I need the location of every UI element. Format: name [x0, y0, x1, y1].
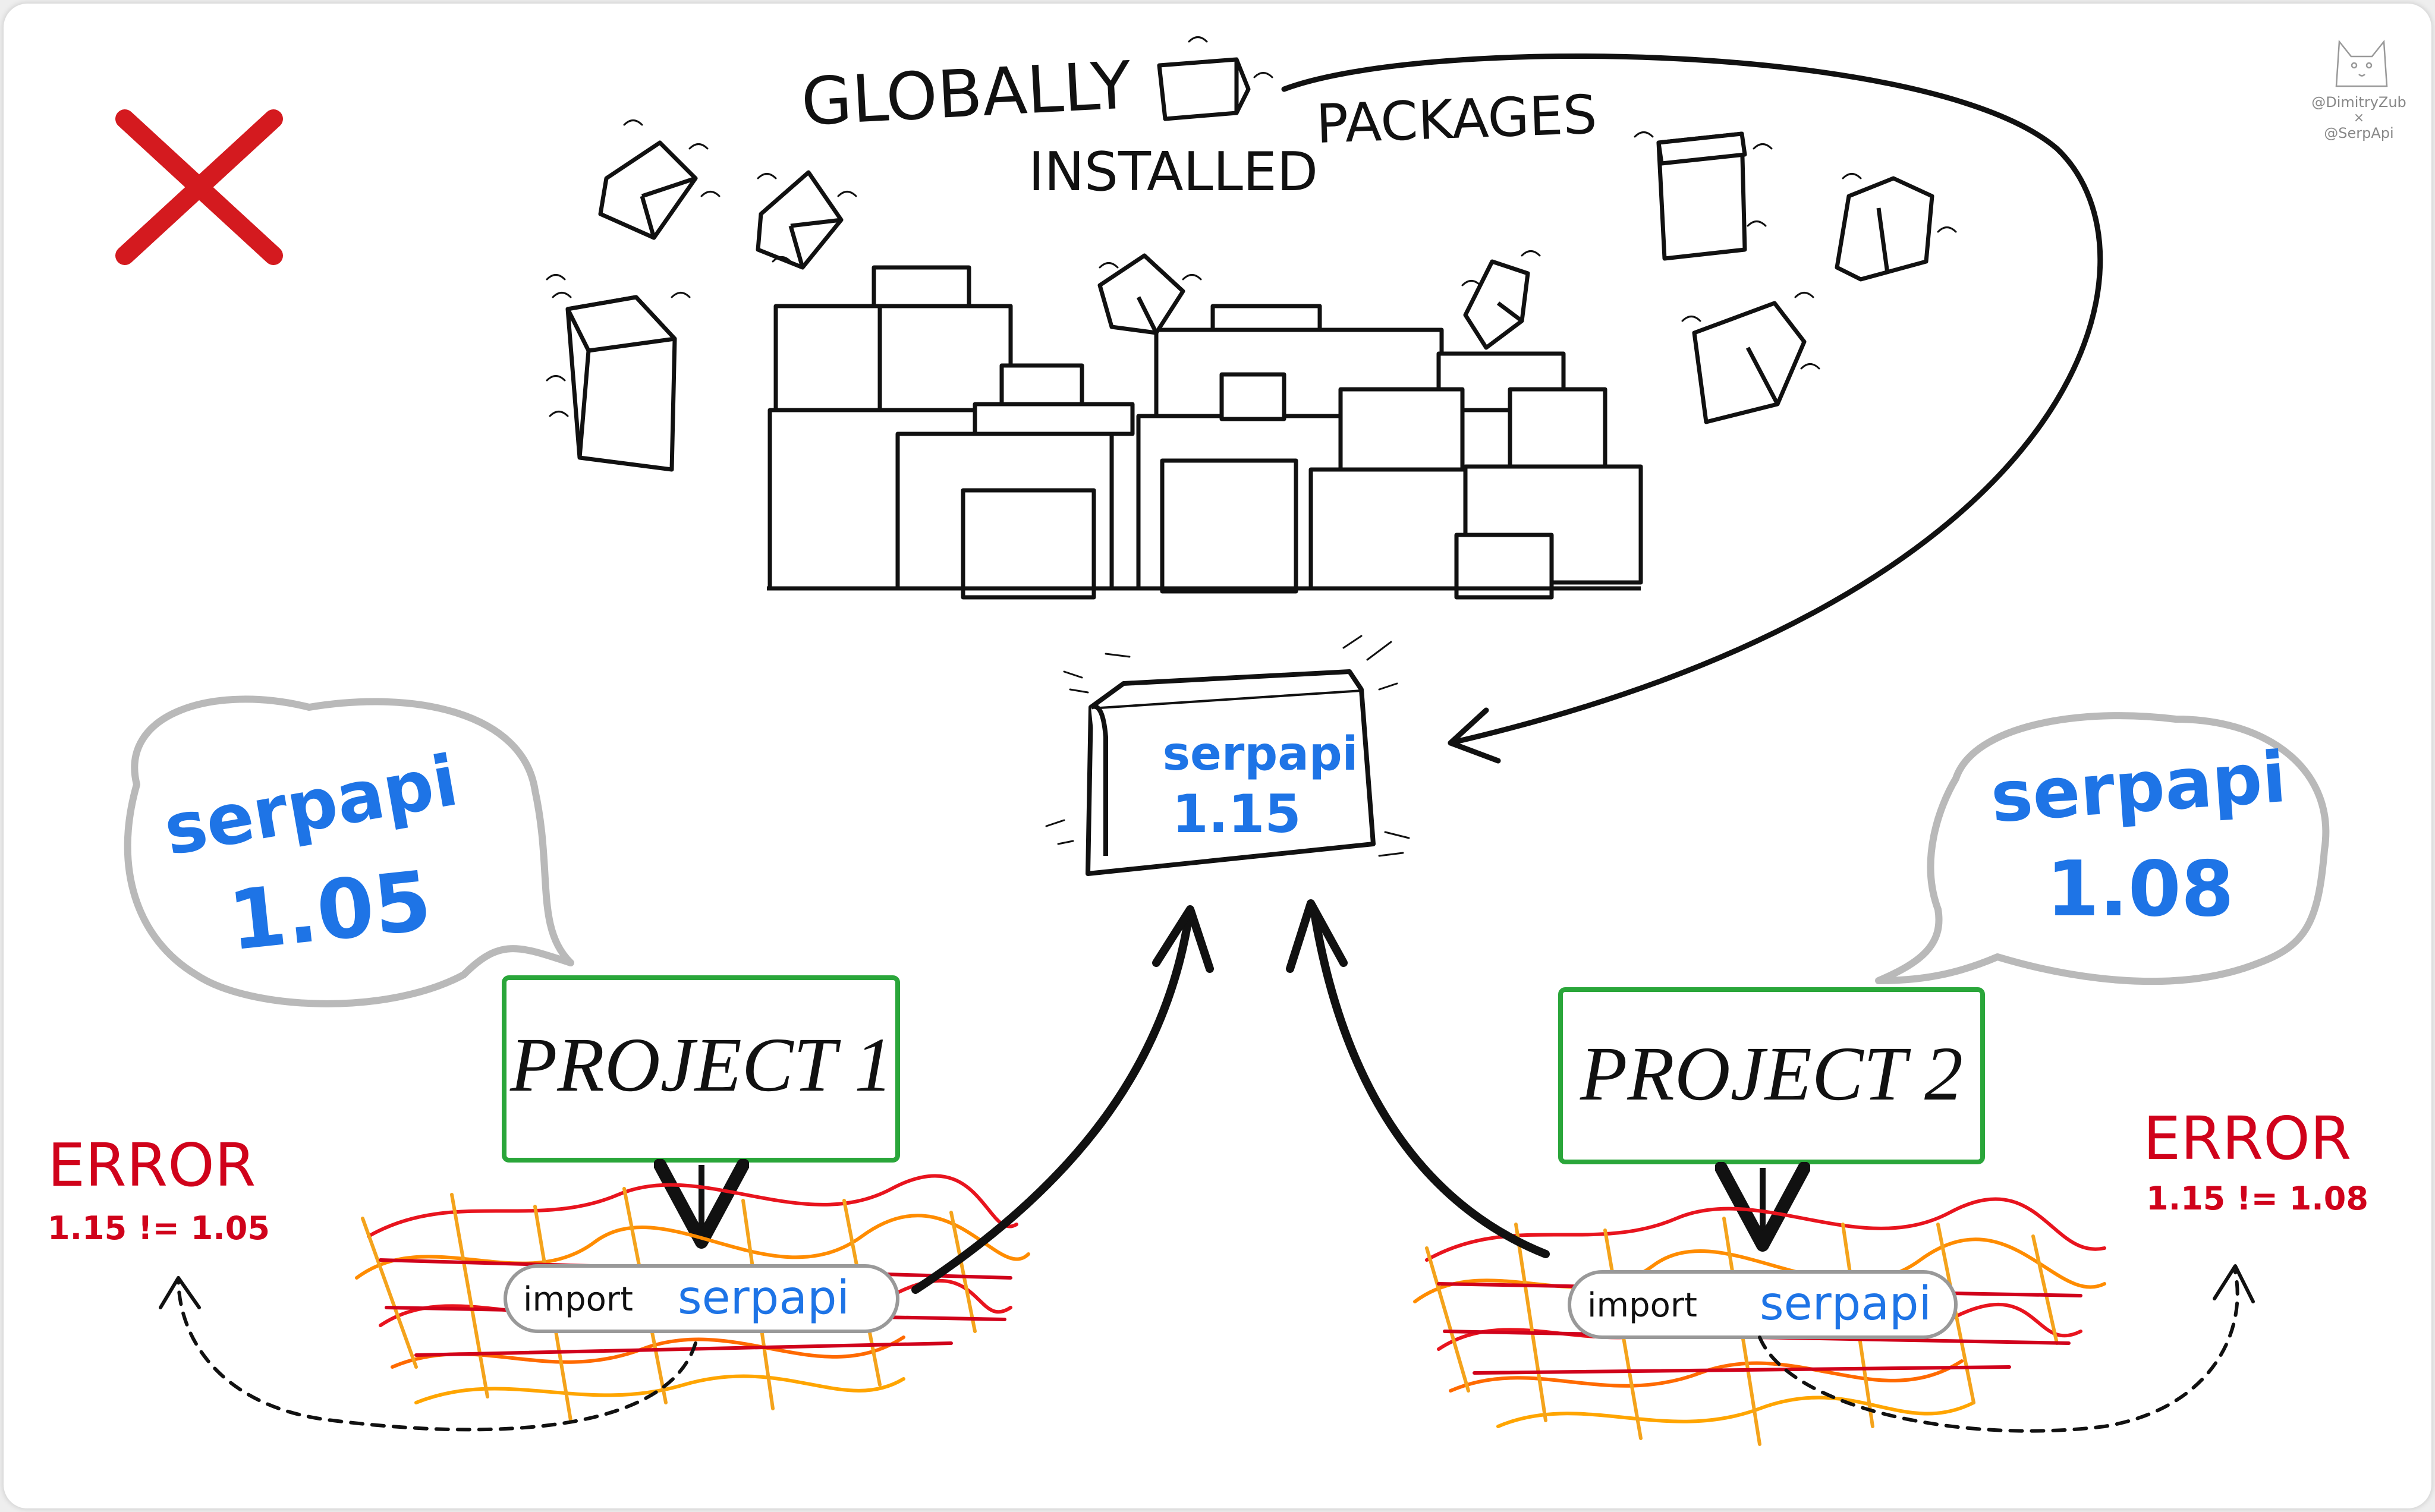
flying-packages	[565, 57, 1934, 472]
credits-line2: ×	[2354, 111, 2364, 125]
project2-import-module: serpapi	[1760, 1277, 1931, 1331]
central-package-version: 1.15	[1172, 783, 1301, 845]
cat-logo	[2335, 39, 2388, 87]
project2-to-package-arrowhead	[1286, 899, 1348, 973]
project2-error-title: ERROR	[2143, 1104, 2351, 1173]
credits-line1: @DimitryZub	[2311, 94, 2406, 111]
credits-line3: @SerpApi	[2324, 125, 2393, 141]
project1-label: PROJECT 1	[509, 1022, 893, 1108]
flying-box-center-right	[1463, 259, 1530, 350]
flying-box-left-small	[598, 140, 698, 240]
flying-box-right-low	[1692, 301, 1807, 424]
project1-to-package-arrow	[911, 911, 1193, 1294]
bubble-right-name: serpapi	[1988, 736, 2289, 838]
project1-to-package-arrowhead	[1152, 905, 1214, 973]
bubble-left-name: serpapi	[158, 739, 464, 871]
project1-error-detail: 1.15 != 1.05	[48, 1209, 270, 1247]
heading-line1: GLOBALLY	[800, 47, 1134, 140]
project2-to-package-arrow	[1310, 905, 1550, 1258]
speech-bubble-left	[124, 695, 574, 1007]
bubble-right-version: 1.08	[2046, 845, 2234, 934]
global-to-package-arrow	[1281, 53, 2103, 746]
project2-import-keyword: import	[1587, 1286, 1697, 1325]
heading-line3: PACKAGES	[1315, 84, 1598, 156]
project2-label: PROJECT 2	[1580, 1031, 1963, 1117]
flying-box-center	[1097, 253, 1185, 335]
heading-line2: INSTALLED	[1028, 141, 1318, 203]
central-package-motion	[1045, 635, 1410, 857]
bubble-left-version: 1.05	[224, 853, 435, 969]
project1-error-arrowhead	[159, 1276, 201, 1309]
motion-lines	[546, 36, 1957, 417]
project1-error-title: ERROR	[48, 1130, 256, 1200]
project1-import-pill	[504, 1264, 899, 1333]
flying-box-right-tall	[1656, 131, 1747, 261]
flying-box-left-big	[565, 295, 677, 472]
speech-bubble-right	[1875, 712, 2330, 985]
project2-import-pill	[1568, 1270, 1958, 1339]
project1-error-arrow	[177, 1276, 697, 1432]
flying-box-right-small	[1835, 176, 1934, 282]
project1-import-keyword: import	[523, 1280, 633, 1319]
global-to-package-arrowhead	[1448, 707, 1501, 764]
central-package-box	[1086, 669, 1376, 876]
central-package-name: serpapi	[1163, 727, 1358, 781]
project2-error-detail: 1.15 != 1.08	[2146, 1180, 2368, 1217]
project2-error-arrowhead	[2213, 1264, 2255, 1303]
project1-import-module: serpapi	[678, 1271, 850, 1325]
package-pile	[767, 265, 1643, 600]
flying-box-left-mid	[756, 170, 844, 270]
cross-icon	[115, 109, 283, 265]
flying-box-top	[1157, 57, 1251, 121]
project2-error-arrow	[1758, 1270, 2239, 1433]
